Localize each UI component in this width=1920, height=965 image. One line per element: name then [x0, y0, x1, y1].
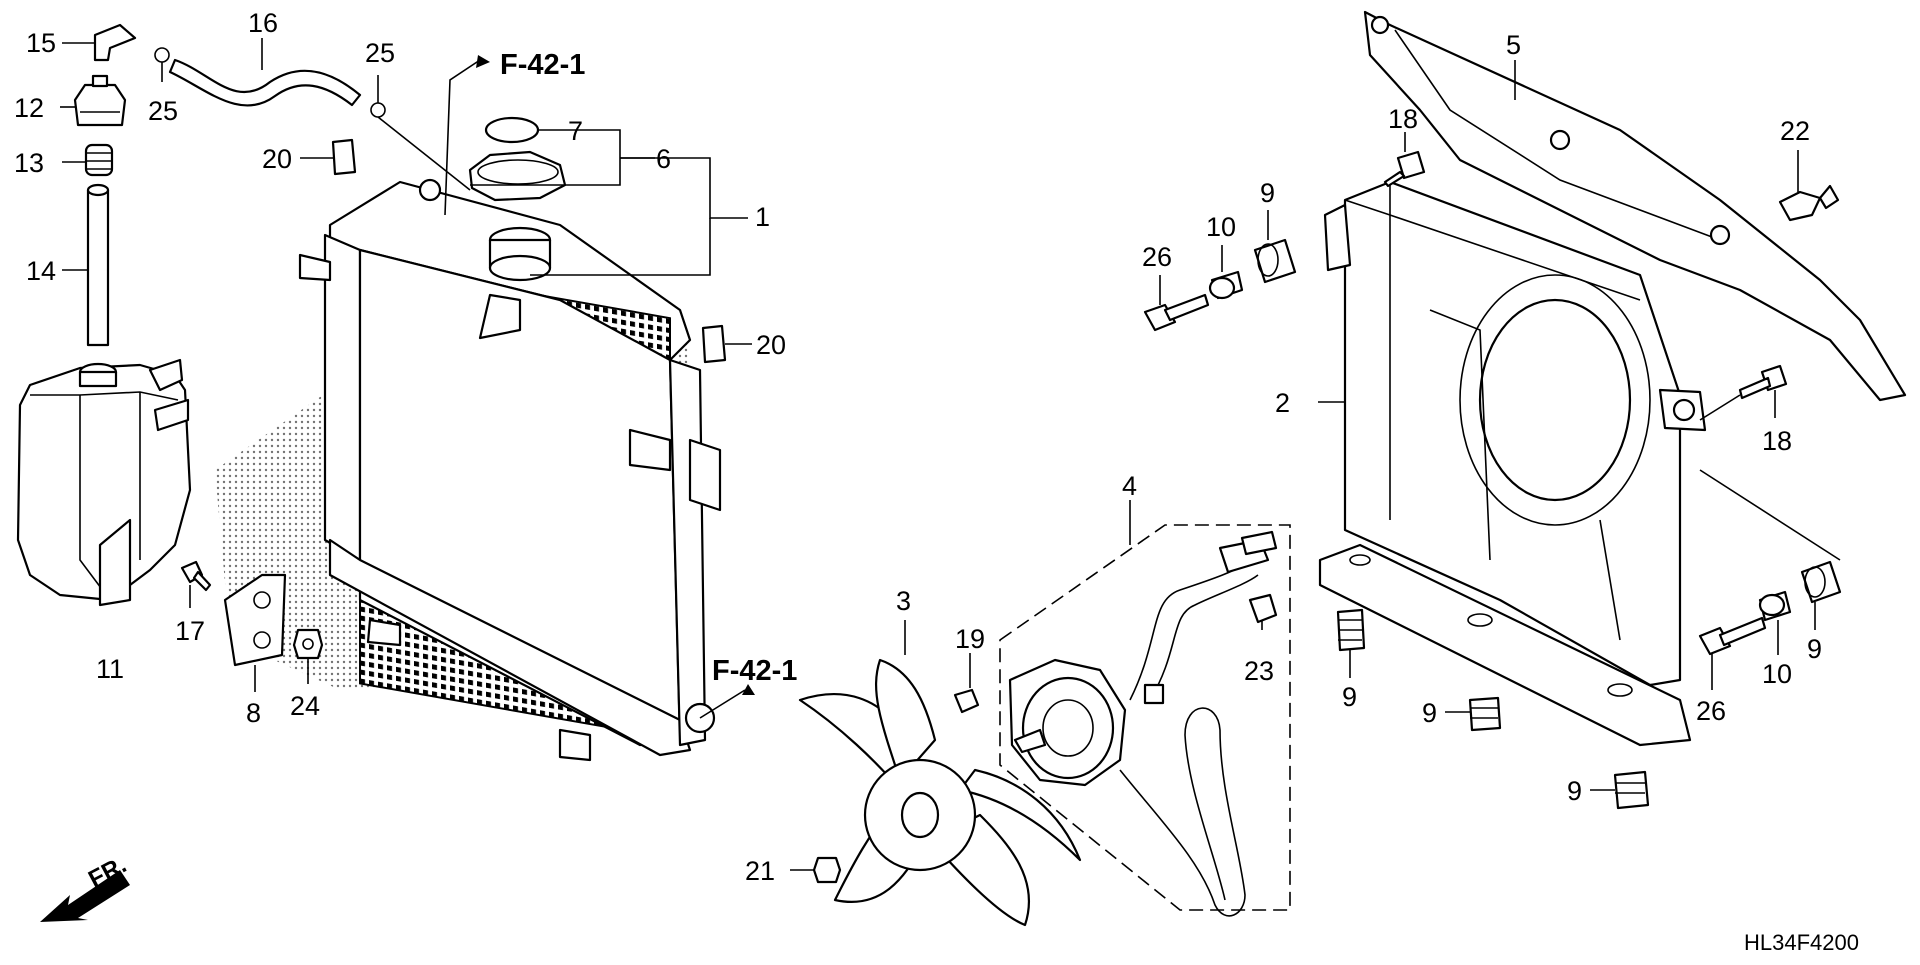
grommet-9-bottom: [1590, 770, 1650, 810]
radiator-overflow-hose: [168, 38, 362, 107]
mounting-bracket: [223, 573, 287, 692]
callout-19: 19: [955, 624, 985, 654]
grommet-9-upper: [1253, 210, 1297, 284]
clip-22: [1778, 150, 1840, 222]
bolt-18-lower: [1699, 364, 1788, 421]
callout-9-right: 9: [1807, 634, 1822, 664]
cooling-fan: [798, 620, 1082, 927]
fan-shroud: [1318, 180, 1707, 687]
callout-9-left: 9: [1342, 682, 1357, 712]
vent-elbow: [62, 23, 137, 62]
collar-10-upper: [1208, 245, 1244, 300]
callout-1-6-bracket: [470, 129, 748, 276]
callout-9-bottom: 9: [1567, 776, 1582, 806]
callout-1: 1: [755, 202, 770, 232]
callout-16: 16: [248, 8, 278, 38]
callout-3: 3: [896, 586, 911, 616]
callout-26-lower: 26: [1696, 696, 1726, 726]
nut-24: [292, 628, 324, 684]
callout-18-lower: 18: [1762, 426, 1792, 456]
ref-label-bottom[interactable]: F-42-1: [712, 655, 797, 687]
hose-leader-to-radiator: [377, 116, 471, 191]
shroud-lower-bracket: [1318, 543, 1692, 747]
grommet-9-right: [1699, 469, 1842, 630]
callout-20-right: 20: [756, 330, 786, 360]
reference-arrow-bottom: [699, 684, 755, 719]
collar-10-lower: [1758, 590, 1792, 655]
callout-13: 13: [14, 148, 44, 178]
grommet-9-middle: [1445, 696, 1502, 732]
bracket-clip-20-top: [300, 138, 357, 176]
callout-25-right: 25: [365, 38, 395, 68]
bolt-26-upper: [1143, 275, 1210, 332]
callout-15: 15: [26, 28, 56, 58]
callout-22: 22: [1780, 116, 1810, 146]
callout-14: 14: [26, 256, 56, 286]
callout-7: 7: [568, 116, 583, 146]
callout-6: 6: [656, 144, 671, 174]
callout-17: 17: [175, 616, 205, 646]
callout-24: 24: [290, 691, 320, 721]
callout-18-upper: 18: [1388, 104, 1418, 134]
callout-10-upper: 10: [1206, 212, 1236, 242]
radiator: [215, 178, 722, 762]
upper-deflector: [1363, 10, 1907, 402]
cap-seal: [484, 116, 565, 144]
ref-label-top[interactable]: F-42-1: [500, 49, 585, 81]
radiator-filler-neck: [488, 226, 552, 282]
callout-25-left: 25: [148, 96, 178, 126]
callout-9-middle: 9: [1422, 698, 1437, 728]
clip-25-right: [370, 75, 386, 118]
screw-19: [953, 653, 980, 714]
callout-23: 23: [1244, 656, 1274, 686]
callout-11: 11: [96, 654, 124, 684]
callout-4: 4: [1122, 471, 1137, 501]
callout-21: 21: [745, 856, 775, 886]
reservoir-cap: [60, 74, 127, 127]
breather-tube: [62, 183, 110, 347]
reservoir-tank: [16, 358, 192, 607]
bracket-clip-20-right: [701, 324, 752, 364]
bolt-26-lower: [1698, 616, 1767, 690]
fan-nut-21: [790, 856, 842, 884]
bolt-17: [180, 560, 212, 608]
callout-20-top: 20: [262, 144, 292, 174]
reference-arrow-top: [444, 55, 490, 216]
reservoir-cap-seal: [62, 143, 114, 177]
callout-26-upper: 26: [1142, 242, 1172, 272]
radiator-cap: [468, 150, 567, 202]
callout-9-upper: 9: [1260, 178, 1275, 208]
clip-25-left: [154, 47, 170, 82]
callout-2: 2: [1275, 388, 1290, 418]
callout-12: 12: [14, 93, 44, 123]
front-direction-arrow-icon: [40, 870, 130, 922]
callout-8: 8: [246, 698, 261, 728]
grommet-9-left: [1336, 608, 1366, 678]
bolt-18-upper: [1383, 132, 1426, 188]
fan-motor-assembly: [999, 500, 1291, 917]
diagram-code: HL34F4200: [1744, 930, 1859, 955]
callout-10-lower: 10: [1762, 659, 1792, 689]
wire-clip-23: [1248, 593, 1278, 624]
callout-5: 5: [1506, 30, 1521, 60]
